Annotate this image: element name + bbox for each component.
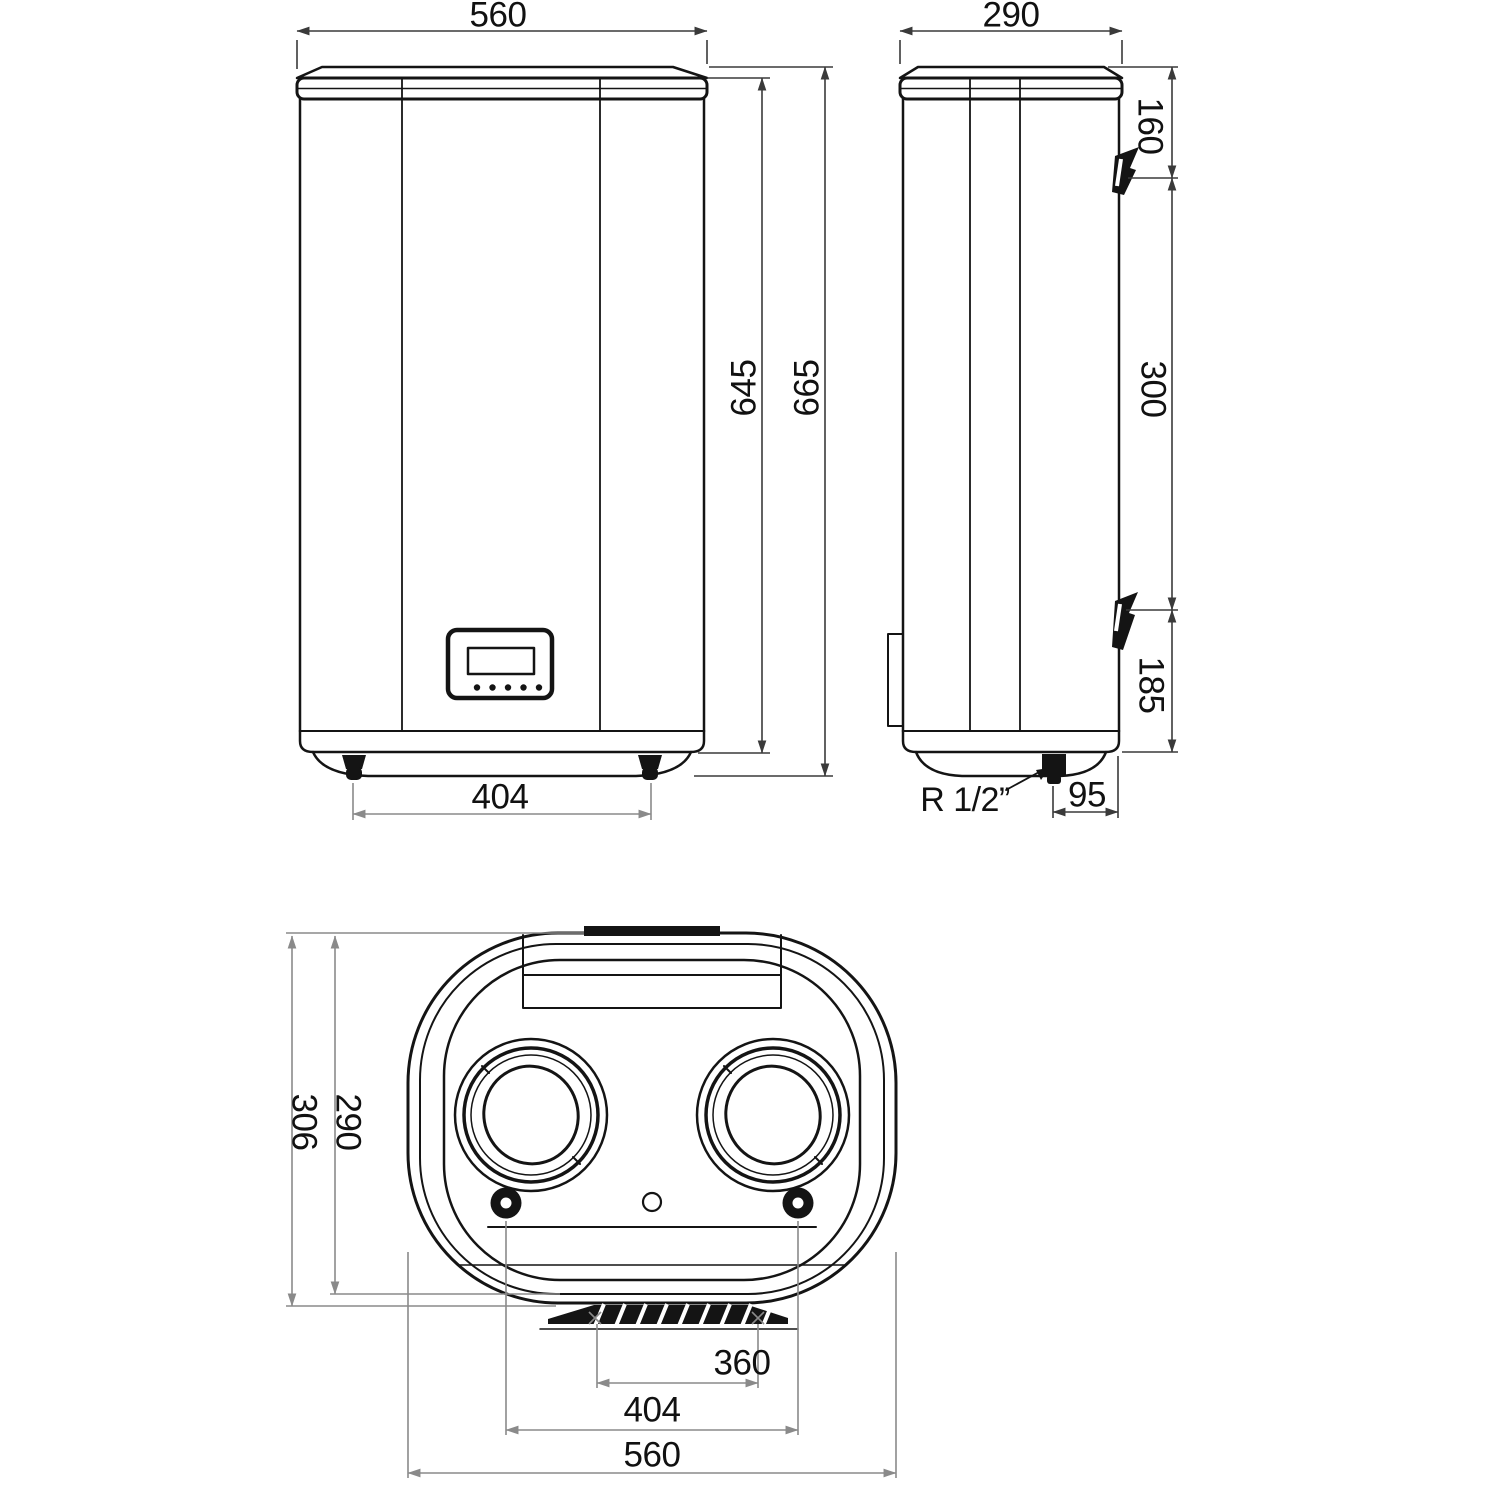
dim-text-feet-spacing: 404 (472, 778, 529, 817)
front-foot-left-nub (346, 767, 362, 780)
bottom-outline-inner (442, 958, 862, 1282)
dim-text-body-height: 645 (725, 360, 764, 417)
wall-bracket-top-slash (1115, 158, 1123, 187)
dim-text-pipe-spacing: 404 (624, 1391, 681, 1430)
dim-ext-side-depth (899, 40, 1123, 64)
dim-text-overall-height: 665 (788, 360, 827, 417)
dim-text-pipe-offset: 95 (1068, 776, 1106, 815)
dim-ext-pipe-spacing (505, 1221, 799, 1435)
side-body-sides (901, 97, 1121, 733)
bottom-outline-middle (419, 943, 885, 1295)
front-bottom-cap (311, 750, 693, 778)
dim-text-top-to-bracket: 160 (1131, 98, 1170, 155)
dim-text-width-overall: 560 (624, 1436, 681, 1475)
dim-ext-width-overall (407, 1252, 897, 1478)
side-lid-top (898, 65, 1124, 80)
center-hole (641, 1191, 663, 1213)
side-panel-seams (969, 77, 1021, 732)
flange-right (695, 1037, 851, 1193)
flange-left (453, 1037, 609, 1193)
dim-text-slot-spacing: 360 (714, 1344, 771, 1383)
bracket-plate-through-view (522, 934, 782, 1009)
pipe-connection (1042, 754, 1066, 775)
pipe-hole-left (490, 1187, 522, 1219)
front-foot-right (638, 755, 662, 769)
display-screen (466, 646, 536, 676)
side-cover-box (887, 633, 904, 727)
dim-text-bracket-to-bottom: 185 (1132, 657, 1171, 714)
dim-ext-bottom-left (286, 932, 584, 1307)
side-bottom-band (901, 729, 1121, 754)
control-panel (445, 627, 555, 701)
dim-ext-side-right (1108, 66, 1178, 753)
front-panel-seams (401, 77, 601, 732)
side-bottom-cap (914, 750, 1108, 778)
front-lid-top (295, 65, 709, 80)
pipe-connection-nub (1047, 775, 1061, 784)
pipe-hole-right (782, 1187, 814, 1219)
dim-text-bracket-spacing: 300 (1134, 361, 1173, 418)
dim-text-side-depth: 290 (983, 0, 1040, 35)
dim-ext-slot-spacing (596, 1324, 759, 1388)
pipe-thread-label: R 1/2” (920, 781, 1010, 819)
front-foot-right-nub (642, 767, 658, 780)
dim-ext-front-width (296, 40, 708, 69)
dim-text-front-width: 560 (470, 0, 527, 35)
bracket-slot-marks (588, 1311, 765, 1325)
thread-leader-arrow (1036, 768, 1049, 780)
dim-text-depth-body: 290 (329, 1094, 368, 1151)
wall-bracket-bottom-slash (1114, 603, 1122, 632)
bottom-view: 306 290 360 404 560 (285, 926, 898, 1478)
panel-buttons[interactable] (473, 684, 543, 691)
side-view: 290 160 300 185 95 R 1/2” (887, 0, 1178, 819)
thread-leader-line (1005, 770, 1042, 791)
dim-ext-front-heights (694, 66, 833, 777)
dim-text-depth-overall: 306 (285, 1094, 324, 1151)
front-bottom-band (298, 729, 706, 754)
top-bracket-bar (584, 926, 720, 936)
front-body-sides (298, 97, 706, 733)
front-foot-left (342, 755, 366, 769)
mounting-plate (539, 1303, 799, 1330)
front-view: 560 404 645 665 (295, 0, 833, 820)
